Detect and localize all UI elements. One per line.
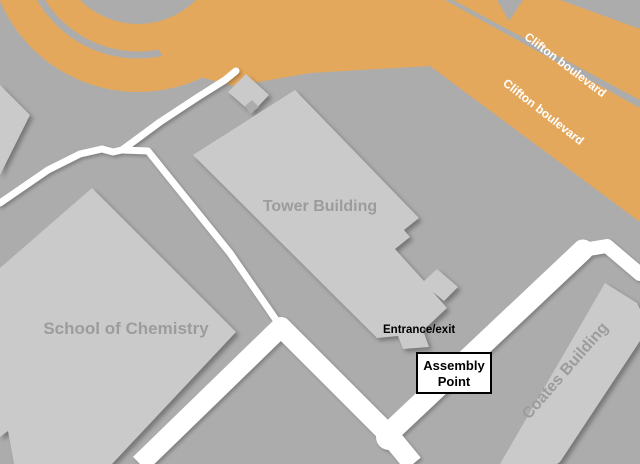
label-entrance-exit: Entrance/exit bbox=[383, 324, 455, 336]
footpath-to-east-edge bbox=[576, 239, 640, 281]
road-clifton-lower bbox=[152, 0, 640, 222]
footpath-along-chemistry bbox=[118, 146, 285, 331]
assembly-point-line2: Point bbox=[438, 374, 471, 389]
footpath-west bbox=[0, 145, 126, 207]
building-tower-chimney-notch bbox=[245, 100, 259, 114]
label-tower-building: Tower Building bbox=[263, 198, 377, 215]
building-tower bbox=[193, 90, 458, 349]
footpath-wide-southwest bbox=[133, 317, 396, 464]
building-tower-chimney bbox=[228, 74, 269, 113]
footpath-wide-northeast bbox=[377, 239, 594, 445]
road-slip-notch bbox=[497, 0, 523, 21]
building-school-of-chemistry bbox=[0, 188, 236, 464]
label-school-of-chemistry: School of Chemistry bbox=[43, 319, 209, 338]
roundabout-hole bbox=[80, 0, 196, 24]
building-coates bbox=[500, 283, 640, 464]
road-clifton-upper bbox=[453, 0, 640, 100]
assembly-point-line1: Assembly bbox=[423, 358, 485, 373]
building-left-wedge bbox=[0, 85, 30, 175]
assembly-point-box bbox=[416, 352, 492, 394]
footpath-to-tower bbox=[118, 67, 240, 154]
assembly-point-marker: Assembly Point bbox=[416, 352, 492, 394]
roundabout-lane-divider bbox=[36, 0, 240, 59]
buildings-layer bbox=[0, 74, 640, 464]
footpath-network bbox=[0, 67, 640, 464]
footpath-junction-knob bbox=[376, 424, 402, 450]
